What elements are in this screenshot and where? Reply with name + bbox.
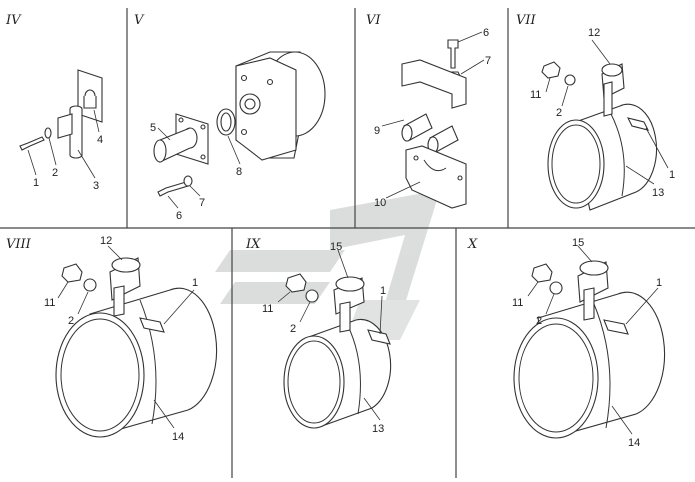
- callout-2: 2: [68, 315, 74, 327]
- callout-6: 6: [176, 210, 182, 222]
- panel-label: X: [467, 237, 478, 252]
- bracket-tube: [111, 257, 141, 273]
- muffler-end: [513, 317, 599, 439]
- panel-vii: VII 12 11 2 1 13: [516, 13, 675, 211]
- pipe-end: [153, 139, 167, 163]
- callout-6: 6: [483, 27, 489, 39]
- clamp-bolt: [626, 117, 650, 131]
- callout-11: 11: [44, 297, 55, 309]
- panel-label: V: [134, 13, 145, 28]
- nut: [285, 273, 307, 293]
- callout-5: 5: [150, 122, 156, 134]
- panel-viii: VIII 12 11 2 1 14: [6, 235, 218, 443]
- bracket-tube: [335, 276, 365, 292]
- callout-3: 3: [93, 180, 99, 192]
- callout-7: 7: [199, 197, 205, 209]
- washer: [183, 175, 193, 187]
- bolt: [157, 181, 189, 197]
- callout-1: 1: [669, 169, 675, 181]
- panel-x: X 15 11 2 1 14: [467, 237, 666, 449]
- callout-1: 1: [192, 277, 198, 289]
- washer: [44, 127, 52, 139]
- bracket-tube: [601, 63, 623, 77]
- nut: [541, 61, 561, 79]
- callout-13: 13: [372, 423, 384, 435]
- washer: [305, 289, 319, 303]
- upper-clamp: [401, 59, 467, 109]
- panel-v: V 5 6 7 8: [134, 13, 326, 222]
- callout-11: 11: [530, 89, 541, 101]
- bolt: [19, 136, 45, 151]
- callout-2: 2: [536, 315, 542, 327]
- callout-12: 12: [100, 235, 112, 247]
- panel-dividers: [0, 8, 695, 478]
- bracket: [57, 113, 73, 139]
- callout-1: 1: [380, 285, 386, 297]
- callout-1: 1: [33, 177, 39, 189]
- panel-label: VIII: [6, 237, 32, 252]
- clamp-bolt: [603, 319, 629, 335]
- panel-label: VII: [516, 13, 537, 28]
- panel-iv: IV 1 2 3 4: [5, 13, 103, 192]
- callout-15: 15: [330, 241, 342, 253]
- washer: [83, 278, 97, 292]
- callout-2: 2: [556, 107, 562, 119]
- callout-15: 15: [572, 237, 584, 249]
- muffler-end: [55, 312, 145, 438]
- callout-2: 2: [52, 167, 58, 179]
- nut: [531, 263, 553, 283]
- bracket-tube: [579, 260, 609, 276]
- muffler-end: [283, 335, 345, 429]
- callout-2: 2: [290, 323, 296, 335]
- callout-11: 11: [262, 303, 273, 315]
- callout-11: 11: [512, 297, 523, 309]
- muffler-end: [547, 119, 605, 209]
- callout-7: 7: [485, 55, 491, 67]
- nut: [61, 263, 83, 283]
- callout-14: 14: [172, 431, 184, 443]
- callout-10: 10: [374, 197, 386, 209]
- panel-vi: VI 6 7 9 10: [366, 13, 491, 209]
- callout-14: 14: [628, 437, 640, 449]
- callout-4: 4: [97, 134, 103, 146]
- callout-12: 12: [588, 27, 600, 39]
- panel-label: VI: [366, 13, 381, 28]
- panel-label: IX: [245, 237, 261, 252]
- callout-8: 8: [236, 166, 242, 178]
- washer: [549, 281, 563, 295]
- clamp-bolt: [139, 317, 165, 333]
- bolt: [447, 39, 459, 69]
- callout-9: 9: [374, 125, 380, 137]
- washer: [564, 74, 576, 86]
- callout-1: 1: [656, 277, 662, 289]
- panel-label: IV: [5, 13, 22, 28]
- callout-13: 13: [652, 187, 664, 199]
- lower-clamp: [405, 145, 467, 209]
- panel-ix: IX 15 11 2 1 13: [245, 237, 392, 435]
- watermark-logo: [215, 190, 440, 340]
